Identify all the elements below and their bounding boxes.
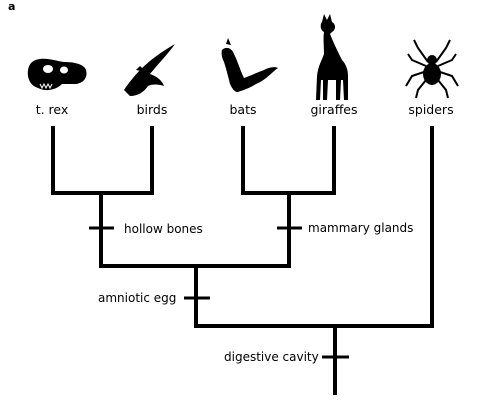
- taxon-label-spiders: spiders: [408, 102, 453, 117]
- taxon-label-giraffes: giraffes: [310, 102, 357, 117]
- bat-icon: [221, 38, 278, 92]
- bird-icon: [124, 44, 175, 96]
- t-rex-skull-icon: [27, 58, 87, 91]
- trait-label-hollow-bones: hollow bones: [124, 222, 203, 236]
- taxon-label-birds: birds: [137, 102, 168, 117]
- giraffe-icon: [316, 14, 348, 100]
- spider-icon: [405, 39, 459, 99]
- panel-label: a: [8, 0, 15, 13]
- trait-label-digestive-cavity: digestive cavity: [224, 350, 319, 364]
- branch-animal-clade: [194, 126, 434, 328]
- branch-mammal-clade: [241, 126, 336, 195]
- taxon-label-bats: bats: [229, 102, 256, 117]
- trait-label-amniotic-egg: amniotic egg: [98, 291, 176, 305]
- taxon-label-t-rex: t. rex: [36, 102, 69, 117]
- branch-dinosaur-clade: [51, 126, 154, 195]
- trait-label-mammary-glands: mammary glands: [308, 221, 413, 235]
